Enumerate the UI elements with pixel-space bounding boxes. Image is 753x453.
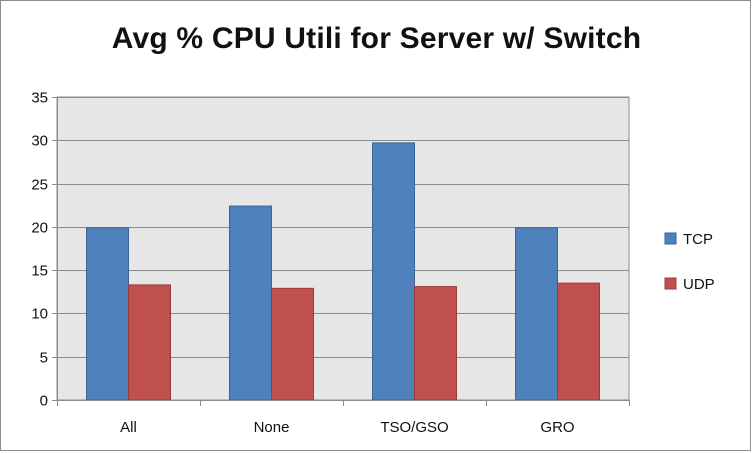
bar-tcp-tso-gso bbox=[372, 142, 415, 401]
legend-swatch-tcp bbox=[664, 232, 677, 245]
chart-title: Avg % CPU Utili for Server w/ Switch bbox=[111, 22, 642, 55]
x-tick-labels: All None TSO/GSO GRO bbox=[120, 419, 574, 436]
bar-tcp-none bbox=[229, 205, 272, 401]
x-tick-label: TSO/GSO bbox=[380, 419, 448, 436]
y-tick-label: 0 bbox=[40, 393, 48, 410]
bar-udp-gro bbox=[557, 282, 600, 401]
y-tick-label: 20 bbox=[31, 220, 48, 237]
legend-swatch-udp bbox=[664, 277, 677, 290]
bar-udp-none bbox=[271, 287, 314, 401]
x-tick-label: All bbox=[120, 419, 137, 436]
bar-udp-all bbox=[128, 284, 171, 401]
x-tick-label: GRO bbox=[540, 419, 574, 436]
bar-tcp-all bbox=[86, 227, 129, 401]
legend-label-udp: UDP bbox=[683, 276, 715, 293]
axes bbox=[52, 97, 630, 406]
bar-udp-tso-gso bbox=[414, 286, 457, 401]
legend-label-tcp: TCP bbox=[683, 231, 713, 248]
y-tick-label: 25 bbox=[31, 177, 48, 194]
x-tick-label: None bbox=[254, 419, 290, 436]
y-tick-label: 30 bbox=[31, 133, 48, 150]
bar-tcp-gro bbox=[515, 227, 558, 401]
legend: TCP UDP bbox=[664, 231, 715, 293]
y-tick-label: 35 bbox=[31, 90, 48, 107]
y-tick-labels: 0 5 10 15 20 25 30 35 bbox=[31, 90, 48, 410]
y-tick-label: 10 bbox=[31, 306, 48, 323]
y-tick-label: 5 bbox=[40, 350, 48, 367]
y-tick-label: 15 bbox=[31, 263, 48, 280]
